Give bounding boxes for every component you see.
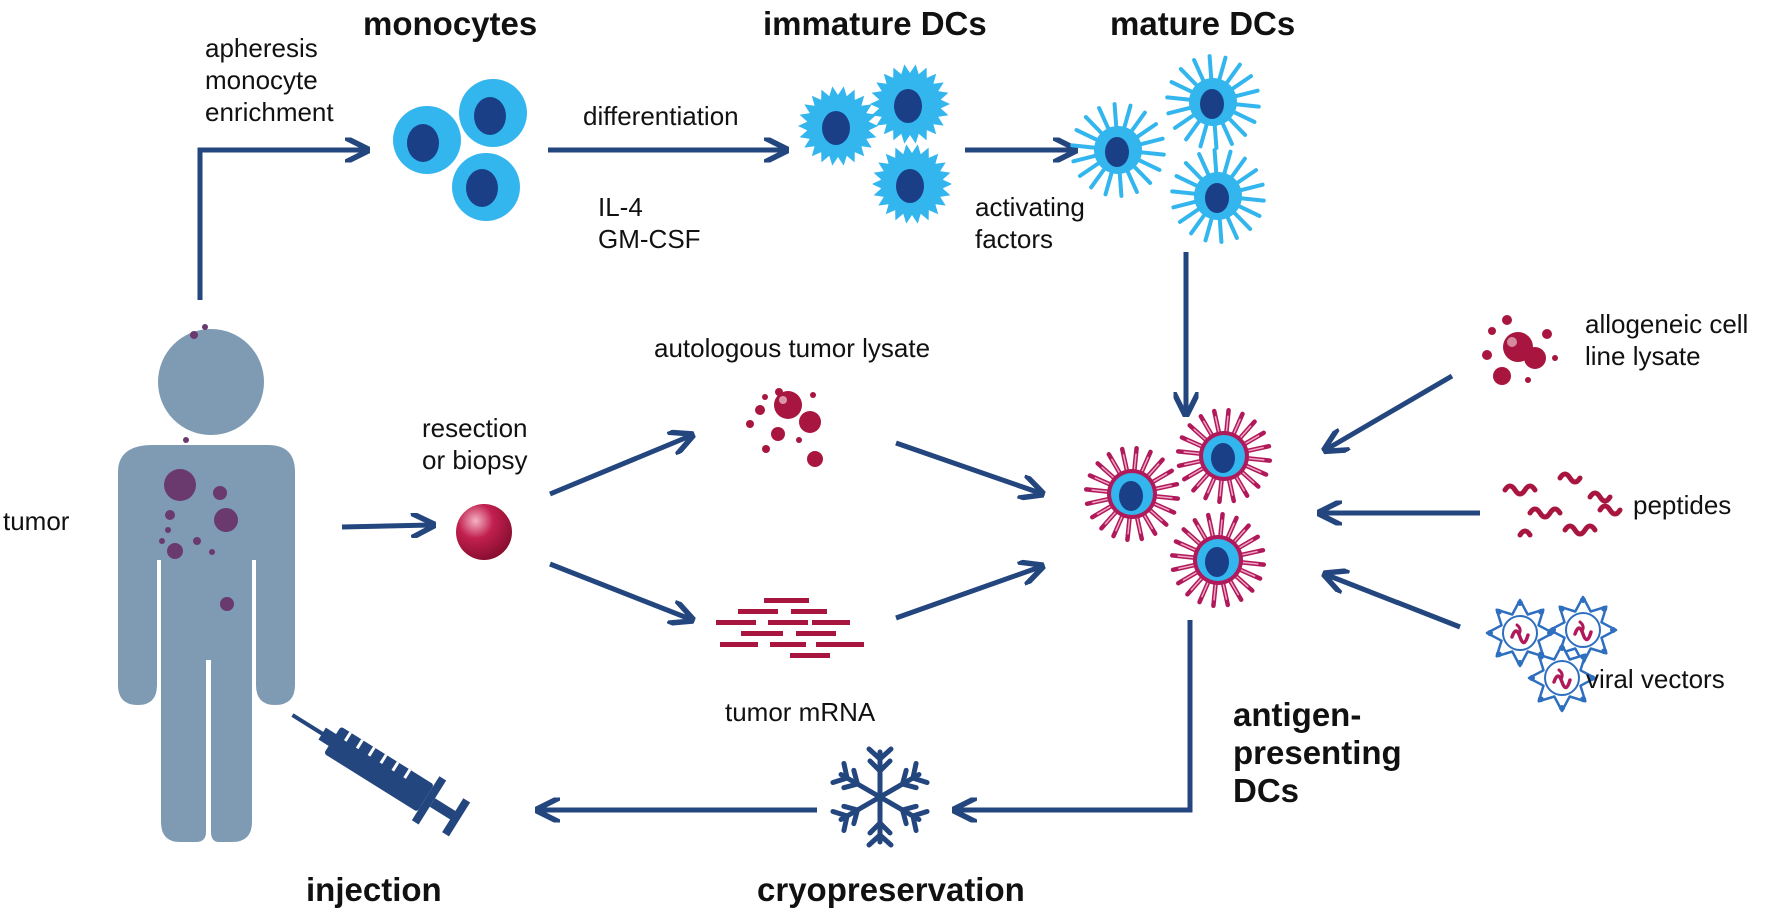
autologous-lysate-label: autologous tumor lysate: [654, 333, 931, 363]
resection-label: resection or biopsy: [422, 412, 528, 476]
antigen-presenting-dcs-header: antigen- presenting DCs: [1233, 696, 1402, 810]
cytokine-line: GM-CSF: [598, 224, 701, 254]
allogeneic-label: allogeneic cell line lysate: [1585, 308, 1748, 372]
antigen-header-line: presenting: [1233, 734, 1402, 771]
mature-dc-cell: [1170, 148, 1266, 244]
arrow-sample-to-lysate: [549, 436, 690, 497]
arrows: [197, 150, 1480, 810]
cytokine-line: IL-4: [598, 192, 643, 222]
mrna-icon: [716, 598, 864, 658]
apheresis-label: apheresis monocyte enrichment: [205, 32, 334, 128]
allogeneic-line: line lysate: [1585, 341, 1701, 371]
arrow-allogeneic-to-dc: [1327, 373, 1454, 449]
apheresis-line: enrichment: [205, 97, 334, 127]
resection-line: resection: [422, 413, 528, 443]
monocytes-header: monocytes: [363, 5, 538, 42]
lysate-icon: [746, 388, 823, 467]
cryopreservation-header: cryopreservation: [757, 871, 1025, 908]
activating-line: activating: [975, 192, 1085, 222]
viral-vector-particle: [1527, 643, 1597, 713]
cytokines-label: IL-4 GM-CSF: [598, 191, 701, 255]
antigen-dc-cell: [1169, 511, 1267, 609]
arrow-dc-to-cryo: [957, 620, 1193, 810]
activating-line: factors: [975, 224, 1054, 254]
apheresis-line: monocyte: [205, 65, 318, 95]
arrow-apheresis: [197, 150, 365, 300]
immature-dc-icon: [798, 64, 952, 224]
arrow-mrna-to-dc: [895, 567, 1040, 621]
injection-header: injection: [306, 871, 442, 908]
immature-dc-cell: [798, 86, 878, 166]
tumor-label: tumor: [3, 506, 70, 536]
apheresis-line: apheresis: [205, 33, 318, 63]
peptide-icon: [1502, 471, 1623, 538]
snowflake-icon: [833, 746, 927, 845]
differentiation-label: differentiation: [583, 101, 739, 131]
tumor-mrna-label: tumor mRNA: [725, 697, 876, 727]
activating-factors-label: activating factors: [975, 191, 1085, 255]
viral-vector-icon: [1485, 595, 1618, 713]
person-icon: [118, 324, 295, 842]
immature-dcs-header: immature DCs: [763, 5, 987, 42]
resection-line: or biopsy: [422, 445, 528, 475]
arrow-tumor-to-sample: [341, 525, 431, 527]
arrow-lysate-to-dc: [895, 440, 1040, 493]
mature-dc-cell: [1165, 54, 1261, 150]
mature-dcs-header: mature DCs: [1110, 5, 1296, 42]
allogeneic-lysate-icon: [1482, 315, 1558, 385]
immature-dc-cell: [872, 144, 952, 224]
antigen-dc-icon: [1083, 407, 1273, 609]
monocyte-cell-icon: [393, 79, 527, 221]
antigen-dc-cell: [1083, 445, 1181, 543]
mature-dc-icon: [1070, 54, 1266, 244]
arrow-viral-to-dc: [1327, 575, 1461, 630]
viral-vectors-label: viral vectors: [1586, 664, 1725, 694]
tumor-sample-icon: [456, 504, 512, 560]
antigen-dc-cell: [1175, 407, 1273, 505]
arrow-sample-to-mrna: [549, 561, 690, 619]
allogeneic-line: allogeneic cell: [1585, 309, 1749, 339]
peptides-label: peptides: [1633, 490, 1732, 520]
syringe-icon: [291, 713, 471, 837]
mature-dc-cell: [1070, 102, 1166, 198]
viral-vector-particle: [1548, 595, 1618, 665]
antigen-header-line: antigen-: [1233, 696, 1362, 733]
immature-dc-cell: [870, 64, 950, 144]
antigen-header-line: DCs: [1233, 772, 1300, 809]
viral-vector-particle: [1485, 598, 1555, 668]
